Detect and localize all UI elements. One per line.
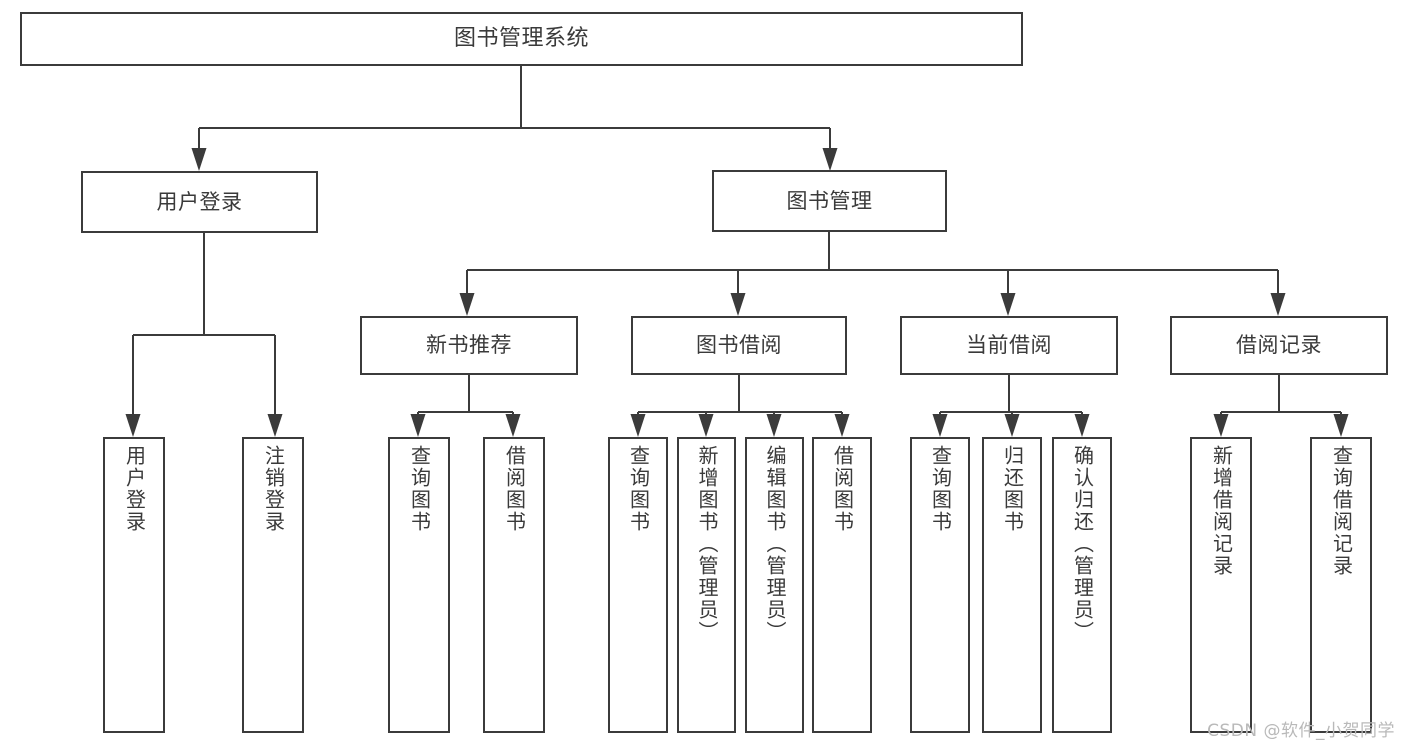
node-leaf-user-logout-label: 注销登录 xyxy=(261,445,286,533)
node-book-borrow-label: 图书借阅 xyxy=(696,333,782,358)
node-book-borrow[interactable]: 图书借阅 xyxy=(631,316,847,375)
node-root-label: 图书管理系统 xyxy=(453,26,589,52)
node-book-manage[interactable]: 图书管理 xyxy=(712,170,947,232)
node-leaf-query-book-1-label: 查询图书 xyxy=(407,445,432,533)
node-leaf-confirm-return-label: 确认归还（管理员） xyxy=(1070,445,1095,643)
node-current-borrow[interactable]: 当前借阅 xyxy=(900,316,1118,375)
node-leaf-query-record-label: 查询借阅记录 xyxy=(1329,445,1354,577)
node-leaf-user-login-label: 用户登录 xyxy=(122,445,147,533)
node-leaf-query-book-2[interactable]: 查询图书 xyxy=(608,437,668,733)
node-leaf-user-logout[interactable]: 注销登录 xyxy=(242,437,304,733)
node-new-book-recommend-label: 新书推荐 xyxy=(426,333,512,358)
node-leaf-borrow-book-2[interactable]: 借阅图书 xyxy=(812,437,872,733)
node-leaf-query-book-1[interactable]: 查询图书 xyxy=(388,437,450,733)
node-current-borrow-label: 当前借阅 xyxy=(966,333,1052,358)
node-leaf-query-book-3[interactable]: 查询图书 xyxy=(910,437,970,733)
node-leaf-query-record[interactable]: 查询借阅记录 xyxy=(1310,437,1372,733)
node-leaf-query-book-3-label: 查询图书 xyxy=(928,445,953,533)
node-leaf-edit-book[interactable]: 编辑图书（管理员） xyxy=(745,437,804,733)
node-leaf-return-book[interactable]: 归还图书 xyxy=(982,437,1042,733)
node-leaf-add-record-label: 新增借阅记录 xyxy=(1209,445,1234,577)
watermark: CSDN @软件_小贺同学 xyxy=(1207,721,1395,741)
node-root[interactable]: 图书管理系统 xyxy=(20,12,1023,66)
node-borrow-record-label: 借阅记录 xyxy=(1236,333,1322,358)
node-leaf-borrow-book-1-label: 借阅图书 xyxy=(502,445,527,533)
node-leaf-user-login[interactable]: 用户登录 xyxy=(103,437,165,733)
node-leaf-add-book[interactable]: 新增图书（管理员） xyxy=(677,437,736,733)
node-leaf-add-book-label: 新增图书（管理员） xyxy=(695,445,719,643)
node-leaf-add-record[interactable]: 新增借阅记录 xyxy=(1190,437,1252,733)
node-user-login[interactable]: 用户登录 xyxy=(81,171,318,233)
node-leaf-edit-book-label: 编辑图书（管理员） xyxy=(763,445,787,643)
node-leaf-borrow-book-2-label: 借阅图书 xyxy=(830,445,855,533)
node-borrow-record[interactable]: 借阅记录 xyxy=(1170,316,1388,375)
node-leaf-return-book-label: 归还图书 xyxy=(1000,445,1025,533)
node-new-book-recommend[interactable]: 新书推荐 xyxy=(360,316,578,375)
node-leaf-borrow-book-1[interactable]: 借阅图书 xyxy=(483,437,545,733)
node-leaf-query-book-2-label: 查询图书 xyxy=(626,445,651,533)
node-leaf-confirm-return[interactable]: 确认归还（管理员） xyxy=(1052,437,1112,733)
node-user-login-label: 用户登录 xyxy=(156,189,243,214)
node-book-manage-label: 图书管理 xyxy=(786,188,873,213)
